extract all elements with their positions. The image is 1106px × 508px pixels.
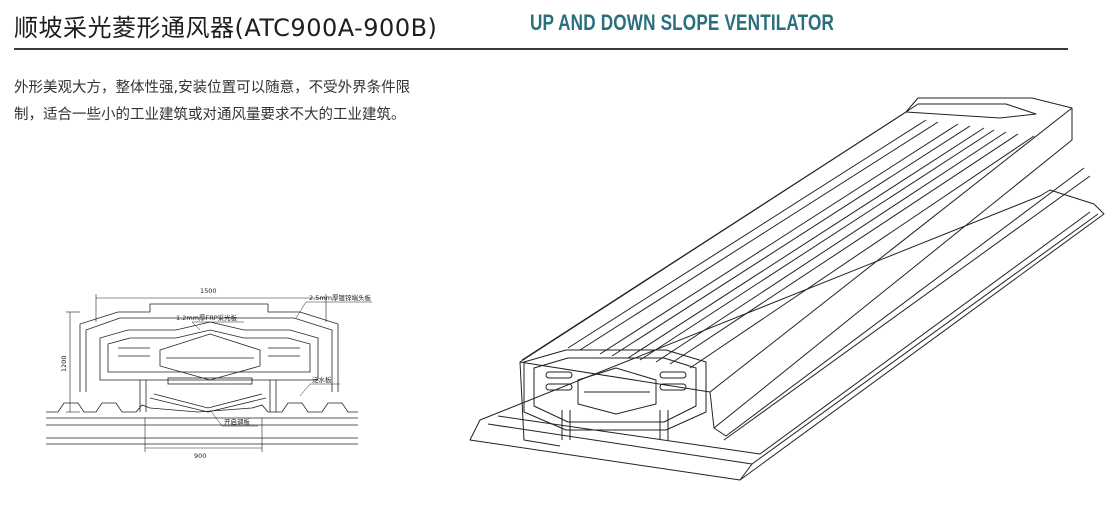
end-plate-label: 2.5mm厚镀锌端头板 [309,293,372,302]
cross-section-labels: 1500 1200 900 2.5mm厚镀锌端头板 1.2mm厚FRP采光板 泛… [60,287,372,460]
page-title-english: UP AND DOWN SLOPE VENTILATOR [530,10,835,35]
ventilator-perspective-drawing [469,97,1105,481]
description-line-2: 制，适合一些小的工业建筑或对通风量要求不大的工业建筑。 [14,107,406,123]
header-divider [14,48,1068,50]
cross-section-drawing [46,294,372,452]
frp-panel-label: 1.2mm厚FRP采光板 [176,313,238,322]
dim-height-label: 1200 [60,355,68,372]
description: 外形美观大方，整体性强,安装位置可以随意，不受外界条件限 制，适合一些小的工业建… [14,75,474,129]
page-title: 顺坡采光菱形通风器(ATC900A-900B) [14,14,438,42]
description-line-1: 外形美观大方，整体性强,安装位置可以随意，不受外界条件限 [14,80,411,96]
damper-label: 开启调板 [224,417,251,426]
flashing-label: 泛水板 [312,375,332,384]
dim-bottom-label: 900 [194,452,206,460]
dim-top-label: 1500 [200,287,217,295]
